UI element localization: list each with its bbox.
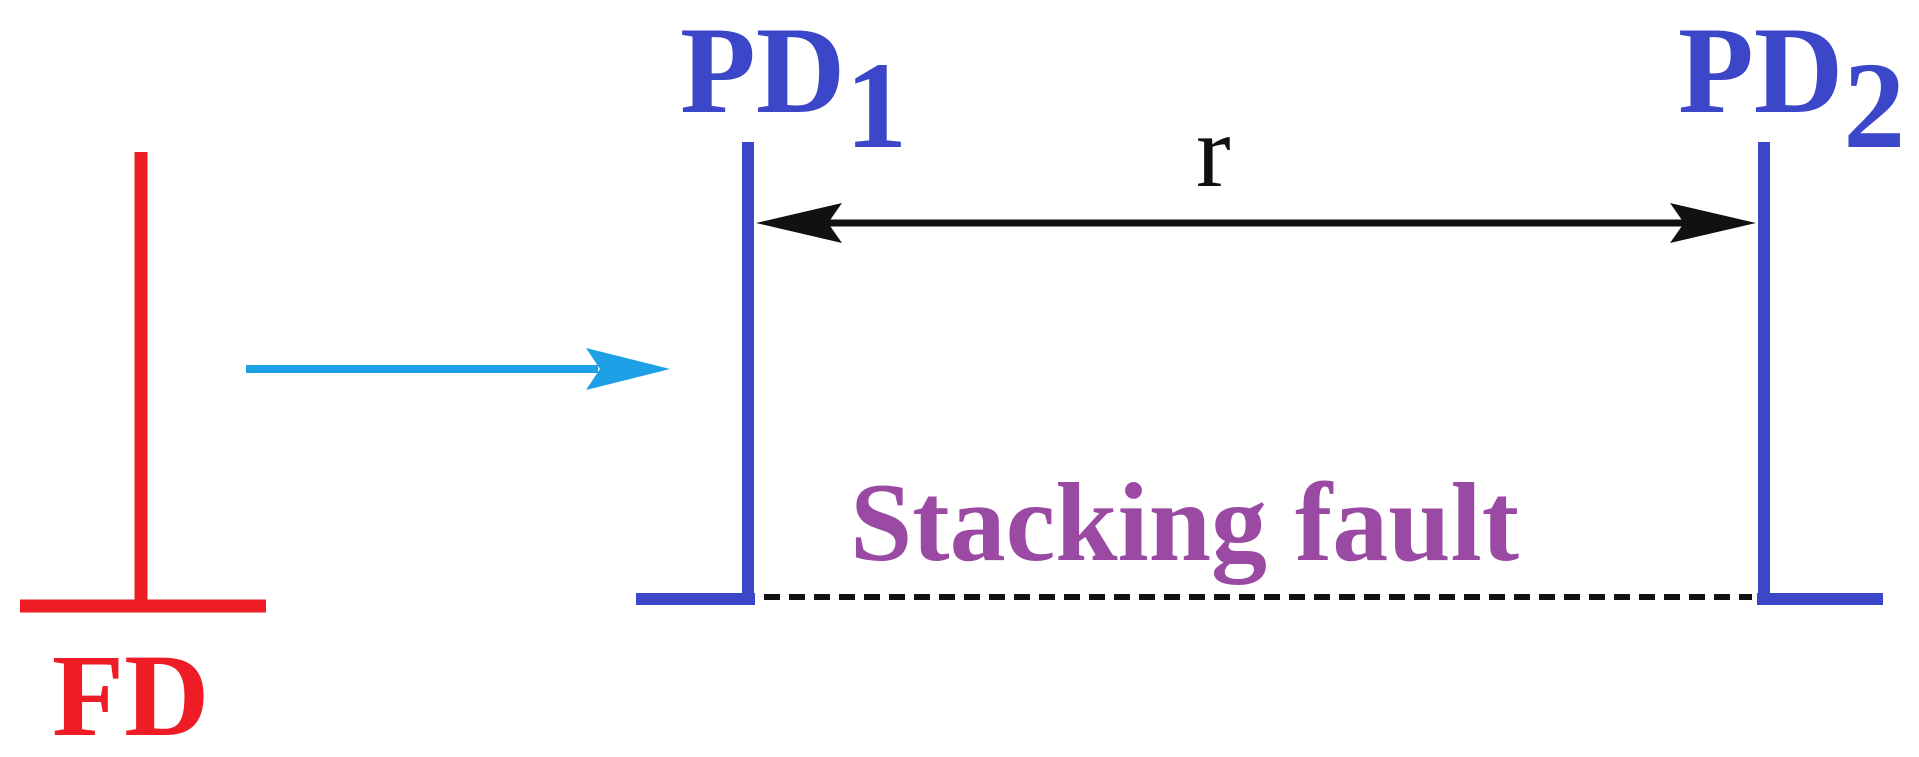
separation-distance-label: r: [1196, 94, 1231, 209]
dissociation-arrow: [246, 348, 670, 390]
partial-dislocation-2-label-subscript: 2: [1843, 37, 1905, 174]
separation-distance-arrow-head-right: [1670, 203, 1756, 243]
dissociation-arrow-head: [586, 348, 670, 390]
full-dislocation-label: FD: [52, 630, 209, 757]
partial-dislocation-1-label: PD1: [680, 2, 907, 174]
partial-dislocation-2-label: PD2: [1678, 2, 1905, 174]
partial-dislocation-1-label-base: PD: [680, 2, 845, 139]
partial-dislocation-2-symbol: [1757, 142, 1883, 605]
full-dislocation-symbol: [20, 152, 266, 613]
separation-distance-arrow-head-left: [756, 203, 842, 243]
partial-dislocation-2-label-base: PD: [1678, 2, 1843, 139]
stacking-fault-label: Stacking fault: [850, 461, 1519, 585]
partial-dislocation-1-label-subscript: 1: [845, 37, 907, 174]
separation-distance-arrow: [756, 203, 1756, 243]
partial-dislocation-1-symbol: [636, 142, 755, 605]
